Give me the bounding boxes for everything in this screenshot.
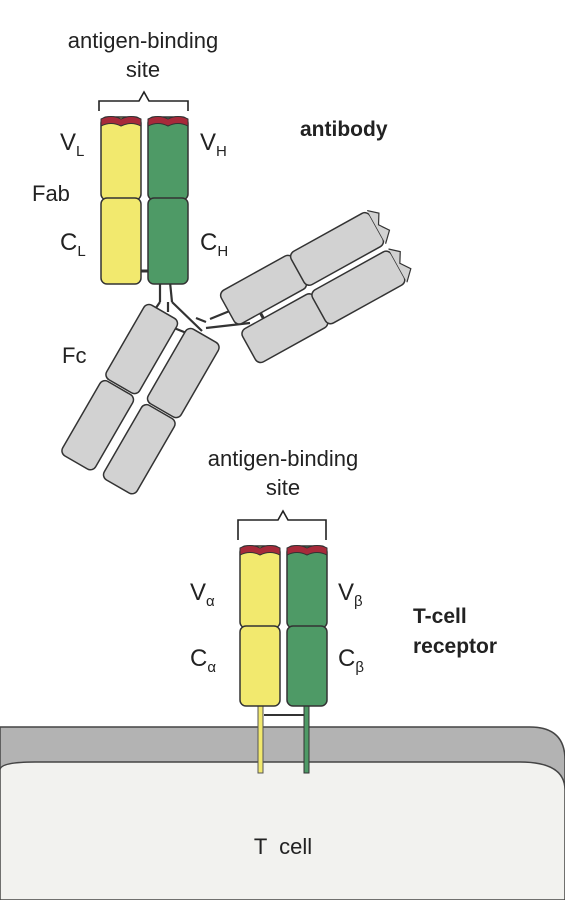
vh-domain — [147, 116, 189, 201]
cl-label: CL — [60, 229, 86, 260]
cb-label: Cβ — [338, 645, 364, 676]
fab-arm-right — [219, 209, 412, 364]
tcr-title-line1: T-cell — [413, 605, 467, 628]
beta-tail — [303, 703, 310, 774]
fc-label: Fc — [62, 343, 86, 368]
tcr-site-label-line2: site — [266, 475, 300, 500]
antibody-site-label-line1: antigen-binding — [68, 28, 218, 53]
cell-body — [0, 761, 565, 900]
vb-domain — [286, 545, 328, 629]
ca-domain — [239, 625, 281, 707]
ch1-domain — [147, 197, 189, 285]
fc-region — [61, 303, 220, 495]
vb-label: Vβ — [338, 579, 363, 610]
binding-site-vb — [286, 545, 328, 556]
antibody-site-bracket — [98, 90, 189, 111]
ca-label: Cα — [190, 645, 216, 676]
fab-arm-upper — [100, 116, 189, 285]
cb-domain — [286, 625, 328, 707]
va-label: Vα — [190, 579, 215, 610]
tcr-site-bracket — [237, 509, 327, 540]
binding-site-vl — [100, 116, 142, 127]
va-domain — [239, 545, 281, 629]
antibody-site-label-line2: site — [126, 57, 160, 82]
cl-domain — [100, 197, 142, 285]
tcr-site-label-line1: antigen-binding — [208, 446, 358, 471]
t-cell — [0, 726, 565, 900]
fab-label: Fab — [32, 181, 70, 206]
antibody — [61, 116, 412, 495]
ch-label: CH — [200, 229, 228, 260]
binding-site-va — [239, 545, 281, 556]
t-cell-label: T cell — [254, 834, 312, 859]
antibody-title: antibody — [300, 118, 388, 141]
alpha-tail — [257, 703, 264, 774]
tcr-title-line2: receptor — [413, 635, 497, 658]
binding-site-vh — [147, 116, 189, 127]
t-cell-receptor — [239, 545, 328, 774]
vl-domain — [100, 116, 142, 201]
vl-label: VL — [60, 129, 84, 160]
vh-label: VH — [200, 129, 227, 160]
